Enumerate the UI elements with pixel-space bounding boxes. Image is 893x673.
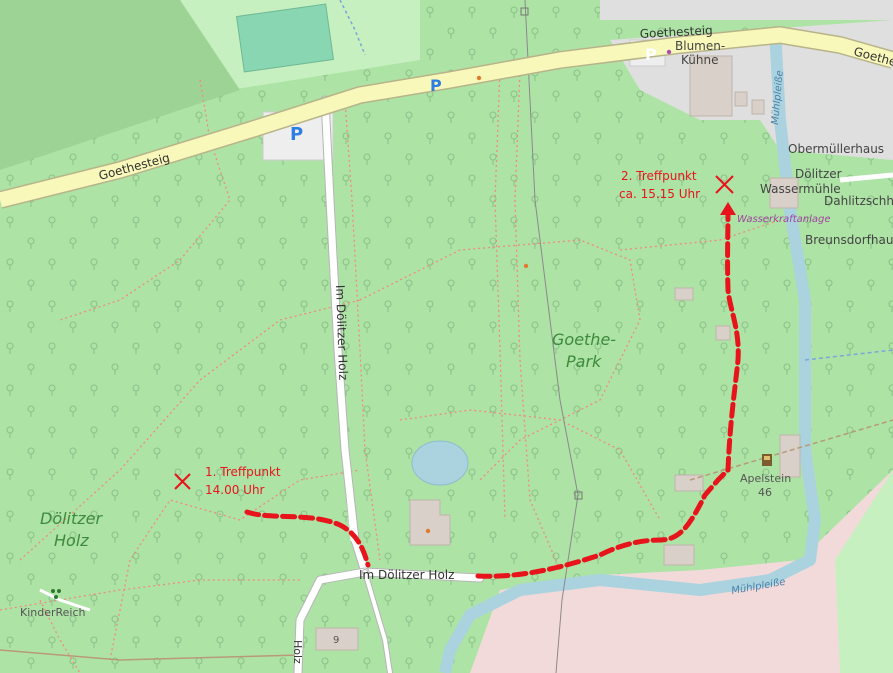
building-apelstein bbox=[779, 434, 801, 478]
service-road-kinderreich bbox=[39, 588, 91, 612]
area-label-doelitzer-holz-2: Holz bbox=[54, 531, 89, 550]
forest-corner-south-east bbox=[835, 470, 893, 673]
parking-label-west: P bbox=[290, 124, 303, 145]
track-south-west bbox=[0, 649, 301, 661]
poi-dot-park bbox=[523, 263, 529, 269]
footpaths bbox=[0, 69, 781, 673]
building-park-4 bbox=[663, 544, 695, 566]
power-tower-2 bbox=[574, 491, 583, 500]
residential-north-east bbox=[610, 20, 893, 160]
poi-label-wasserkraftanlage: Wasserkraftanlage bbox=[737, 214, 831, 225]
track-east bbox=[689, 419, 893, 481]
muehlpleisse-river bbox=[439, 29, 821, 673]
building-number-9 bbox=[315, 627, 359, 651]
poi-label-apelstein-2: 46 bbox=[758, 486, 772, 499]
pond bbox=[411, 440, 469, 486]
poi-label-breunsdorfhaus: Breunsdorfhaus bbox=[805, 233, 893, 247]
building-mill bbox=[769, 177, 799, 209]
building-blumen-kuehne bbox=[689, 55, 733, 117]
road-label-goethesteig-top: Goethesteig bbox=[639, 23, 713, 41]
poi-label-house-9: 9 bbox=[333, 635, 339, 646]
poi-label-blumen-kuehne-1: Blumen- bbox=[675, 39, 725, 53]
route-line bbox=[244, 209, 741, 579]
meeting-point-2-label-1: 2. Treffpunkt bbox=[621, 169, 697, 183]
residential-top-right bbox=[600, 0, 893, 20]
stream-east-dashed bbox=[804, 349, 893, 361]
road-im-doelitzer-holz bbox=[293, 95, 485, 673]
power-tower-1 bbox=[520, 7, 529, 16]
poi-label-apelstein-1: Apelstein bbox=[740, 472, 791, 485]
building-central bbox=[409, 499, 451, 546]
parking-label-north: P bbox=[645, 45, 657, 64]
poi-dot-road bbox=[476, 75, 482, 81]
building-ne-2 bbox=[751, 99, 765, 115]
poi-label-kinderreich: KinderReich bbox=[20, 606, 86, 619]
meeting-point-1-label-2: 14.00 Uhr bbox=[205, 483, 265, 497]
meeting-point-2-marker-icon bbox=[715, 175, 734, 194]
playground-icon bbox=[51, 589, 61, 599]
road-east-white bbox=[839, 172, 893, 183]
meeting-point-2-label-2: ca. 15.15 Uhr bbox=[619, 187, 700, 201]
building-ne-1 bbox=[734, 91, 748, 107]
poi-label-doelitzer-wassermuehle-2: Wassermühle bbox=[760, 182, 841, 196]
area-label-goethe-park-1: Goethe- bbox=[552, 330, 616, 349]
building-park-3 bbox=[674, 474, 704, 492]
area-label-doelitzer-holz-1: Dölitzer bbox=[40, 509, 104, 528]
poi-label-doelitzer-wassermuehle-1: Dölitzer bbox=[795, 167, 842, 181]
road-label-im-doelitzer-holz-bottom: Im Dölitzer Holz bbox=[359, 568, 454, 582]
road-label-holz-bottom: Holz bbox=[291, 640, 304, 664]
building-park-1 bbox=[674, 287, 694, 301]
route-arrow-icon bbox=[720, 202, 736, 215]
poi-label-obermuellerhaus: Obermüllerhaus bbox=[788, 142, 884, 156]
monument-icon bbox=[762, 454, 772, 466]
river-label-muehlpleisse-top: Mühlpleiße bbox=[770, 70, 786, 125]
building-park-2 bbox=[715, 325, 731, 341]
road-goethesteig bbox=[0, 26, 893, 209]
area-label-goethe-park-2: Park bbox=[566, 352, 602, 371]
poi-label-blumen-kuehne-2: Kühne bbox=[681, 53, 718, 67]
power-line bbox=[524, 0, 579, 673]
pink-area-south-east bbox=[470, 470, 893, 673]
meeting-point-1-label-1: 1. Treffpunkt bbox=[205, 465, 281, 479]
meeting-point-1-marker-icon bbox=[174, 473, 191, 490]
dark-forest-top-left bbox=[0, 0, 240, 170]
parking-label-road: P bbox=[430, 76, 442, 95]
poi-label-dahlitzschhof: Dahlitzschhof bbox=[824, 194, 893, 208]
road-label-im-doelitzer-holz-vertical: Im Dölitzer Holz bbox=[333, 285, 350, 381]
poi-dot-building bbox=[425, 528, 431, 534]
poi-dot-blumen bbox=[666, 49, 672, 55]
sports-pitch bbox=[235, 3, 335, 73]
